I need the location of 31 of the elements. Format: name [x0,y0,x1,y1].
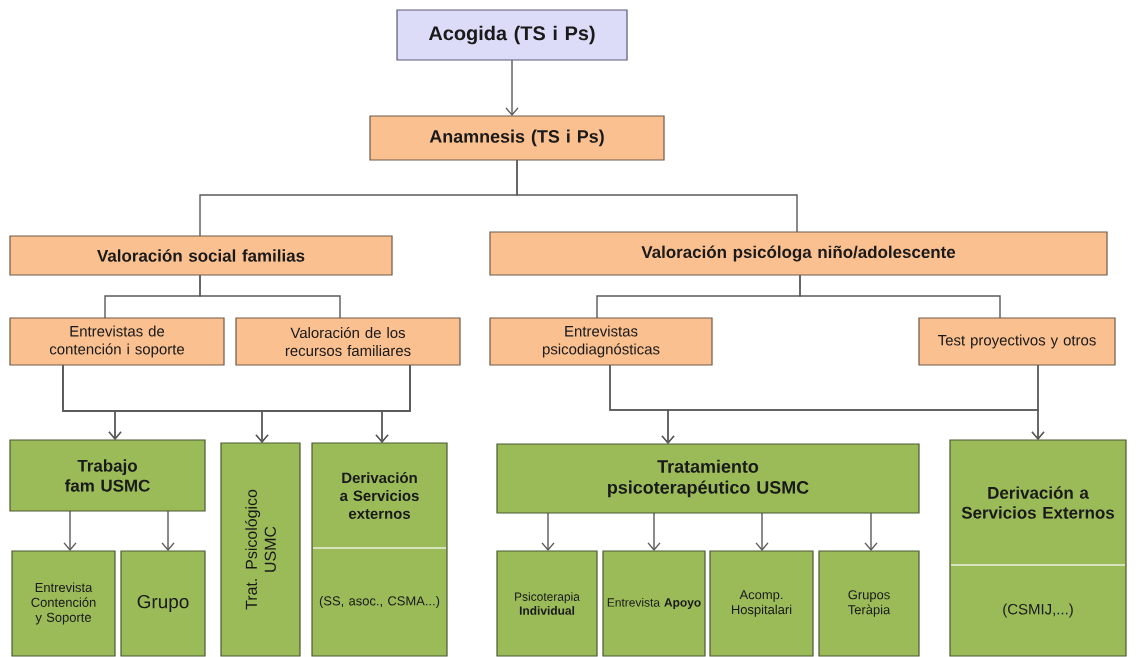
connector-arrow [161,510,175,551]
connector-arrow [755,512,769,551]
process-box: Entrevista Apoyo [602,550,706,657]
process-box: Tratamiento psicoterapéutico USMC [496,443,920,514]
referral-box: Derivación a Servicios externos (SS, asoc., CSMA...) [311,442,448,657]
process-box: Acogida (TS i Ps) [396,9,628,61]
process-box: Entrevistas psicodiagnósticas [489,317,713,366]
connector-arrow [505,59,519,116]
process-box: Anamnesis (TS i Ps) [369,115,665,161]
process-box: Psicoterapia Individual [496,550,598,657]
connector-arrow [541,512,555,551]
connector-arrow [1031,364,1045,440]
connector-line [199,274,341,319]
process-box: Valoración de los recursos familiares [235,317,461,366]
connector-arrow [375,364,411,443]
process-box: Grupo [120,550,206,657]
process-box: Valoración psicóloga niño/adolescente [489,231,1108,276]
connector-arrow [864,512,878,551]
connector-arrow [63,510,77,551]
process-box: Grupos Teràpia [818,550,920,657]
process-box: Trat. Psicológico USMC [220,442,301,657]
connector-line [799,274,1001,319]
process-box: Valoración social familias [9,235,393,276]
process-box: Acomp. Hospitalari [709,550,814,657]
process-box: Entrevista Contención y Soporte [11,550,116,657]
connector-arrow [647,512,661,551]
process-box: Test proyectivos y otros [918,317,1116,366]
process-box: Entrevistas de contención i soporte [9,317,225,366]
referral-box: Derivación a Servicios Externos (CSMIJ,...) [949,439,1127,657]
connector-line [516,159,798,233]
process-box: Trabajo fam USMC [9,439,206,512]
